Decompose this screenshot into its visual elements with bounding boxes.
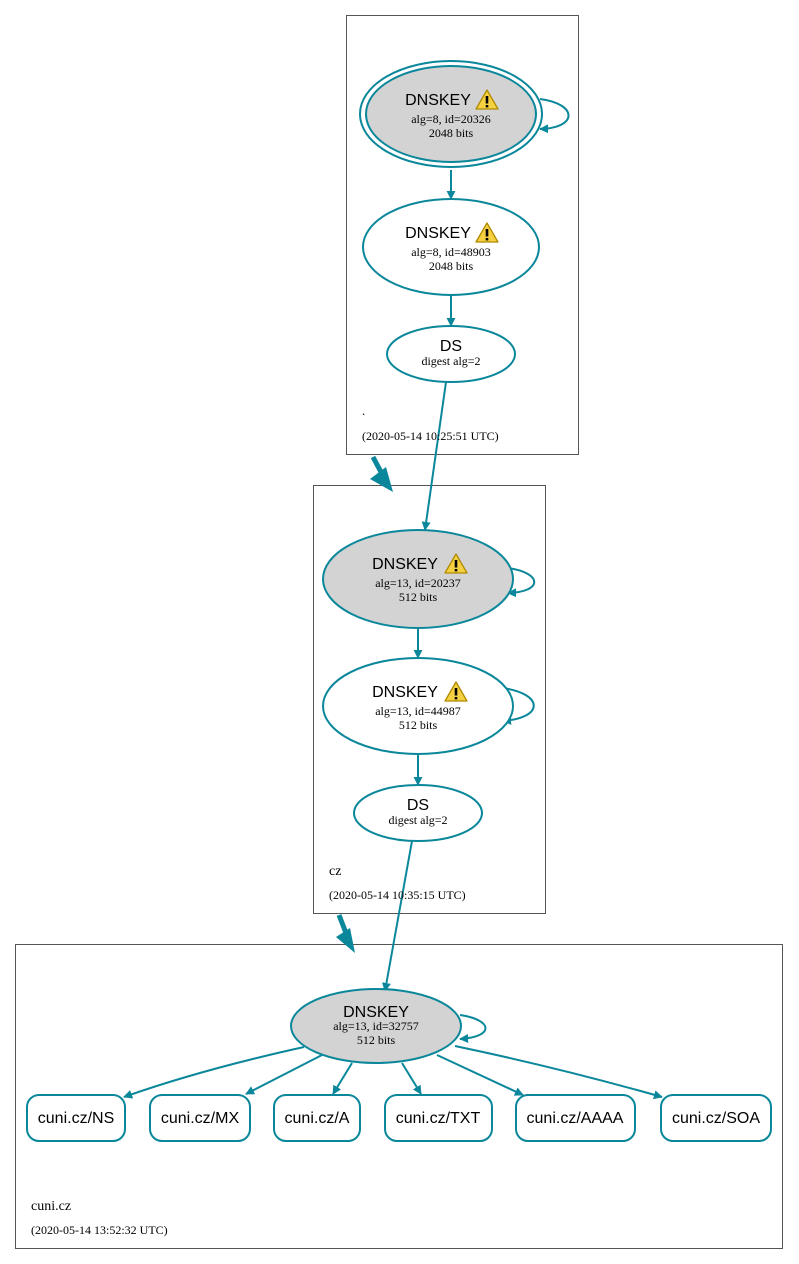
zone-cz-timestamp: (2020-05-14 10:35:15 UTC) — [329, 888, 466, 902]
root-zsk-node[interactable]: DNSKEY alg=8, id=48903 2048 bits — [362, 198, 540, 296]
cuni-key-line1: alg=13, id=32757 — [333, 1019, 419, 1033]
cz-zsk-node[interactable]: DNSKEY alg=13, id=44987 512 bits — [322, 657, 514, 755]
edge-cuni-key-txt — [401, 1062, 422, 1095]
record-txt[interactable]: cuni.cz/TXT — [384, 1094, 493, 1142]
record-a-label: cuni.cz/A — [285, 1110, 350, 1127]
record-mx-label: cuni.cz/MX — [161, 1110, 240, 1127]
record-soa-label: cuni.cz/SOA — [672, 1110, 760, 1127]
root-zsk-type: DNSKEY — [405, 225, 471, 242]
edge-cuni-key-a — [332, 1062, 353, 1095]
cz-ds-node[interactable]: DS digest alg=2 — [353, 784, 483, 842]
record-ns[interactable]: cuni.cz/NS — [26, 1094, 126, 1142]
root-zsk-line2: 2048 bits — [429, 259, 474, 273]
cuni-key-type: DNSKEY — [343, 1004, 409, 1021]
record-a[interactable]: cuni.cz/A — [273, 1094, 361, 1142]
cz-ksk-line1: alg=13, id=20237 — [375, 576, 461, 590]
root-ksk-line1: alg=8, id=20326 — [411, 112, 491, 126]
zone-cz-name: cz — [329, 864, 341, 879]
record-txt-label: cuni.cz/TXT — [396, 1110, 481, 1127]
cuni-key-line2: 512 bits — [357, 1033, 396, 1047]
cz-ds-type: DS — [407, 797, 429, 814]
root-ds-type: DS — [440, 338, 462, 355]
edge-cuni-key-mx — [245, 1054, 323, 1095]
cz-ksk-type: DNSKEY — [372, 556, 438, 573]
zone-root-timestamp: (2020-05-14 10:25:51 UTC) — [362, 429, 499, 443]
cuni-key-node[interactable]: DNSKEY alg=13, id=32757 512 bits — [290, 988, 462, 1064]
cz-ksk-node[interactable]: DNSKEY alg=13, id=20237 512 bits — [322, 529, 514, 629]
zone-root-name: . — [362, 403, 365, 418]
zone-cuni-box — [15, 944, 783, 1249]
root-ds-node[interactable]: DS digest alg=2 — [386, 325, 516, 383]
delegation-cz-cuni-head — [336, 928, 355, 953]
record-ns-label: cuni.cz/NS — [38, 1110, 114, 1127]
edge-cz-ksk-self — [507, 567, 536, 598]
cz-zsk-line2: 512 bits — [399, 718, 438, 732]
root-ds-line1: digest alg=2 — [421, 354, 480, 368]
edge-cuni-key-aaaa — [436, 1054, 524, 1096]
edge-root-ksk-self — [539, 98, 570, 134]
edge-cz-zsk-self — [502, 687, 535, 725]
cz-zsk-line1: alg=13, id=44987 — [375, 704, 461, 718]
zone-cz-box — [313, 485, 546, 914]
root-zsk-line1: alg=8, id=48903 — [411, 245, 491, 259]
cz-ksk-line2: 512 bits — [399, 590, 438, 604]
record-mx[interactable]: cuni.cz/MX — [149, 1094, 251, 1142]
zone-root-box — [346, 15, 579, 455]
delegation-root-cz-head — [370, 467, 393, 492]
edge-cuni-key-self — [459, 1014, 487, 1044]
root-ksk-type: DNSKEY — [405, 92, 471, 109]
root-ksk-node[interactable]: DNSKEY alg=8, id=20326 2048 bits — [359, 60, 543, 168]
root-ksk-line2: 2048 bits — [429, 126, 474, 140]
zone-cuni-name: cuni.cz — [31, 1199, 71, 1214]
edge-cuni-key-ns — [123, 1046, 305, 1099]
record-soa[interactable]: cuni.cz/SOA — [660, 1094, 772, 1142]
zone-cuni-timestamp: (2020-05-14 13:52:32 UTC) — [31, 1223, 168, 1237]
cz-zsk-type: DNSKEY — [372, 684, 438, 701]
record-aaaa[interactable]: cuni.cz/AAAA — [515, 1094, 636, 1142]
record-aaaa-label: cuni.cz/AAAA — [527, 1110, 624, 1127]
edge-root-ds-cz-ksk — [421, 381, 447, 531]
cz-ds-line1: digest alg=2 — [388, 813, 447, 827]
edge-cz-ds-cuni-key — [382, 840, 413, 992]
edge-cuni-key-soa — [454, 1045, 663, 1100]
delegation-cz-cuni — [336, 914, 349, 934]
